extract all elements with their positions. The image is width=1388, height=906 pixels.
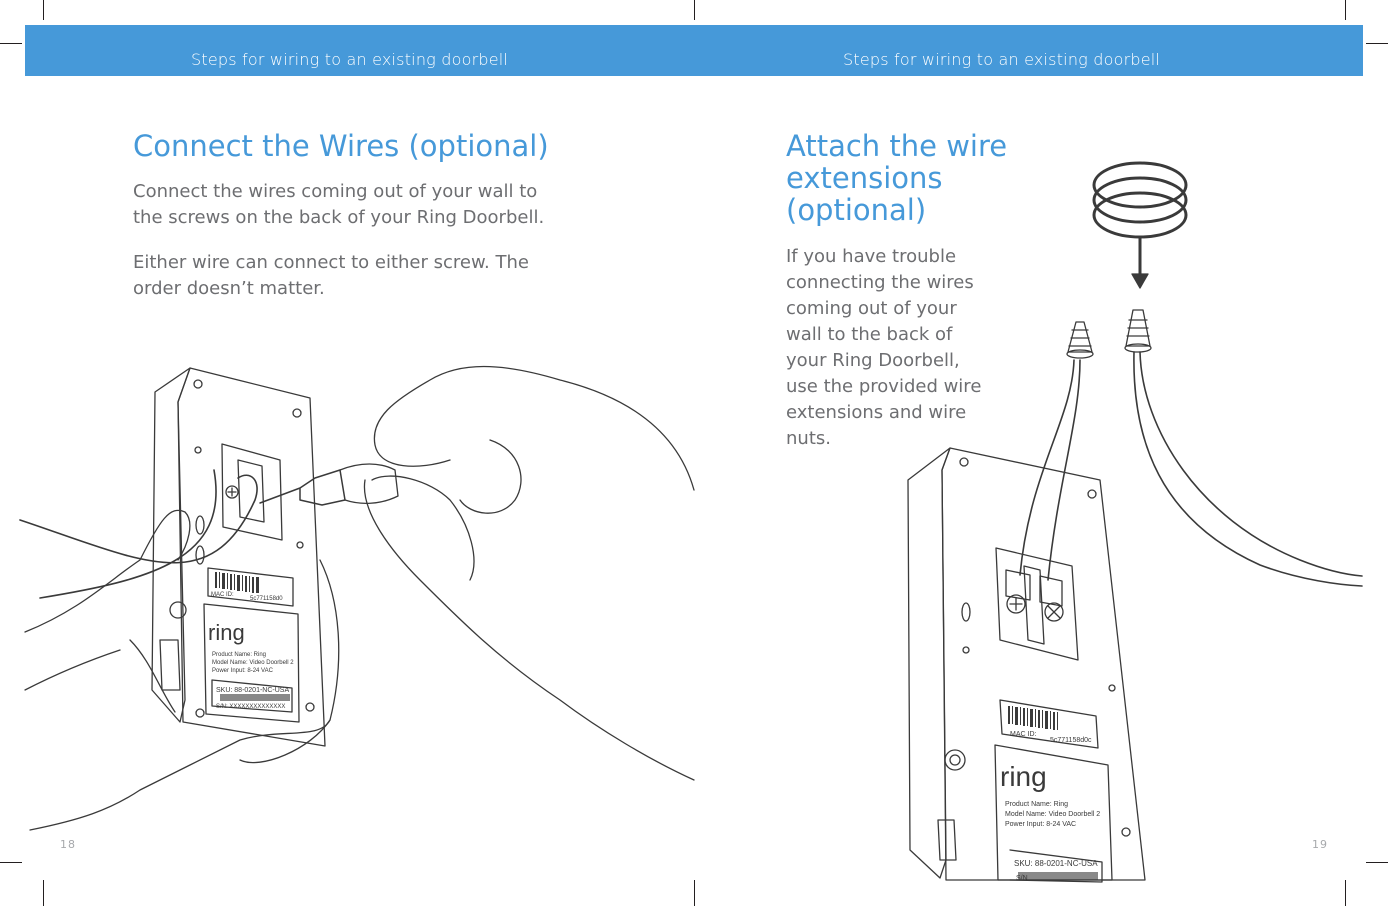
mac-value: 5c771158d0c: [1050, 737, 1092, 744]
wire: [19, 474, 258, 564]
wire: [1019, 359, 1075, 576]
product-name: Product Name: Ring: [212, 652, 266, 658]
power-input: Power Input: 8-24 VAC: [1005, 821, 1076, 828]
ring-logo: ring: [208, 620, 245, 645]
screw-hole: [1121, 827, 1131, 837]
right-illustration: MAC ID: 5c771158d0c ring Product Name: R…: [907, 161, 1363, 883]
crop-mark: [694, 0, 695, 20]
right-page-heading: Attach the wire extensions (optional): [786, 130, 1007, 226]
header-banner: [25, 25, 1363, 76]
product-label: [203, 603, 300, 723]
mac-label: MAC ID:: [211, 592, 234, 598]
heading-line: (optional): [786, 193, 927, 227]
screw-hole: [195, 708, 205, 718]
barcode-label: [207, 567, 294, 607]
wire: [1133, 351, 1363, 587]
crop-mark: [1366, 43, 1388, 44]
crop-mark: [43, 880, 44, 906]
wire-coil-icon: [1092, 161, 1188, 276]
text-line: Connect the wires coming out of your wal…: [133, 181, 538, 202]
heading-line: extensions: [786, 161, 943, 195]
serial-text: S/N: [1016, 875, 1028, 882]
ring-logo: ring: [1000, 761, 1047, 792]
crop-mark: [1366, 862, 1388, 863]
barcode: [215, 572, 290, 701]
text-line: If you have trouble: [786, 246, 957, 267]
screw-hole: [193, 379, 203, 389]
screwdriver: [259, 469, 346, 506]
screw-hole: [194, 446, 202, 454]
crop-mark: [43, 0, 44, 20]
screw-hole: [296, 541, 304, 549]
mac-label: MAC ID:: [1010, 731, 1037, 738]
terminal-screw: [225, 485, 239, 499]
text-line: the screws on the back of your Ring Door…: [133, 207, 545, 228]
model-name: Model Name: Video Doorbell 2: [1005, 811, 1100, 818]
left-page-number: 18: [60, 838, 76, 851]
crop-mark: [0, 862, 22, 863]
screw-hole: [1087, 489, 1097, 499]
right-paragraph: If you have trouble connecting the wires…: [786, 244, 981, 452]
screw-hole: [292, 408, 302, 418]
screw-hole: [962, 646, 970, 654]
wire: [1139, 351, 1363, 577]
terminal-screw: [1044, 602, 1064, 622]
sku-text: SKU: 88-0201-NC-USA: [216, 687, 289, 694]
left-paragraph-2: Either wire can connect to either screw.…: [133, 250, 529, 302]
power-input: Power Input: 8-24 VAC: [212, 668, 274, 674]
text-line: use the provided wire: [786, 376, 982, 397]
heading-line: Attach the wire: [786, 129, 1008, 163]
text-line: Either wire can connect to either screw.…: [133, 252, 529, 273]
left-page-heading: Connect the Wires (optional): [133, 129, 549, 163]
wire-nut: [1125, 309, 1151, 347]
text-line: nuts.: [786, 428, 831, 449]
left-banner-title: Steps for wiring to an existing doorbell: [191, 50, 509, 69]
down-arrow-icon: [1131, 273, 1149, 289]
screw-hole: [1108, 684, 1116, 692]
barcode-label: [999, 699, 1099, 749]
left-hand: [24, 509, 331, 831]
mac-value: 5c771158d0: [250, 596, 283, 602]
mount-slot: [195, 545, 205, 565]
left-illustration: MAC ID: 5c771158d0 ring Product Name: Ri…: [19, 365, 695, 831]
sku-text: SKU: 88-0201-NC-USA: [1014, 859, 1098, 868]
crop-mark: [0, 43, 22, 44]
mount-slot: [195, 515, 205, 535]
barcode: [1008, 706, 1098, 880]
text-line: extensions and wire: [786, 402, 967, 423]
product-label: [994, 744, 1113, 881]
left-paragraph-1: Connect the wires coming out of your wal…: [133, 179, 544, 231]
screw-hole: [305, 702, 315, 712]
text-line: order doesn’t matter.: [133, 278, 325, 299]
wire: [39, 469, 217, 599]
crop-mark: [1345, 0, 1346, 20]
crop-mark: [1345, 880, 1346, 906]
serial-text: S/N: XXXXXXXXXXXXXX: [216, 704, 285, 710]
right-page-number: 19: [1312, 838, 1328, 851]
doorbell-side: [151, 367, 191, 723]
terminal-box: [995, 547, 1079, 661]
right-hand: [363, 365, 695, 781]
text-line: wall to the back of: [786, 324, 953, 345]
product-name: Product Name: Ring: [1005, 801, 1068, 808]
terminal-screw: [1006, 594, 1026, 614]
right-banner-title: Steps for wiring to an existing doorbell: [843, 50, 1161, 69]
wire: [1047, 359, 1081, 581]
crop-mark: [694, 880, 695, 906]
doorbell-back-plate: [177, 367, 326, 747]
wire-nut: [1067, 321, 1093, 353]
terminal-box: [221, 443, 283, 541]
model-name: Model Name: Video Doorbell 2: [212, 660, 294, 666]
text-line: your Ring Doorbell,: [786, 350, 960, 371]
text-line: coming out of your: [786, 298, 957, 319]
text-line: connecting the wires: [786, 272, 974, 293]
screw-hole: [959, 457, 969, 467]
